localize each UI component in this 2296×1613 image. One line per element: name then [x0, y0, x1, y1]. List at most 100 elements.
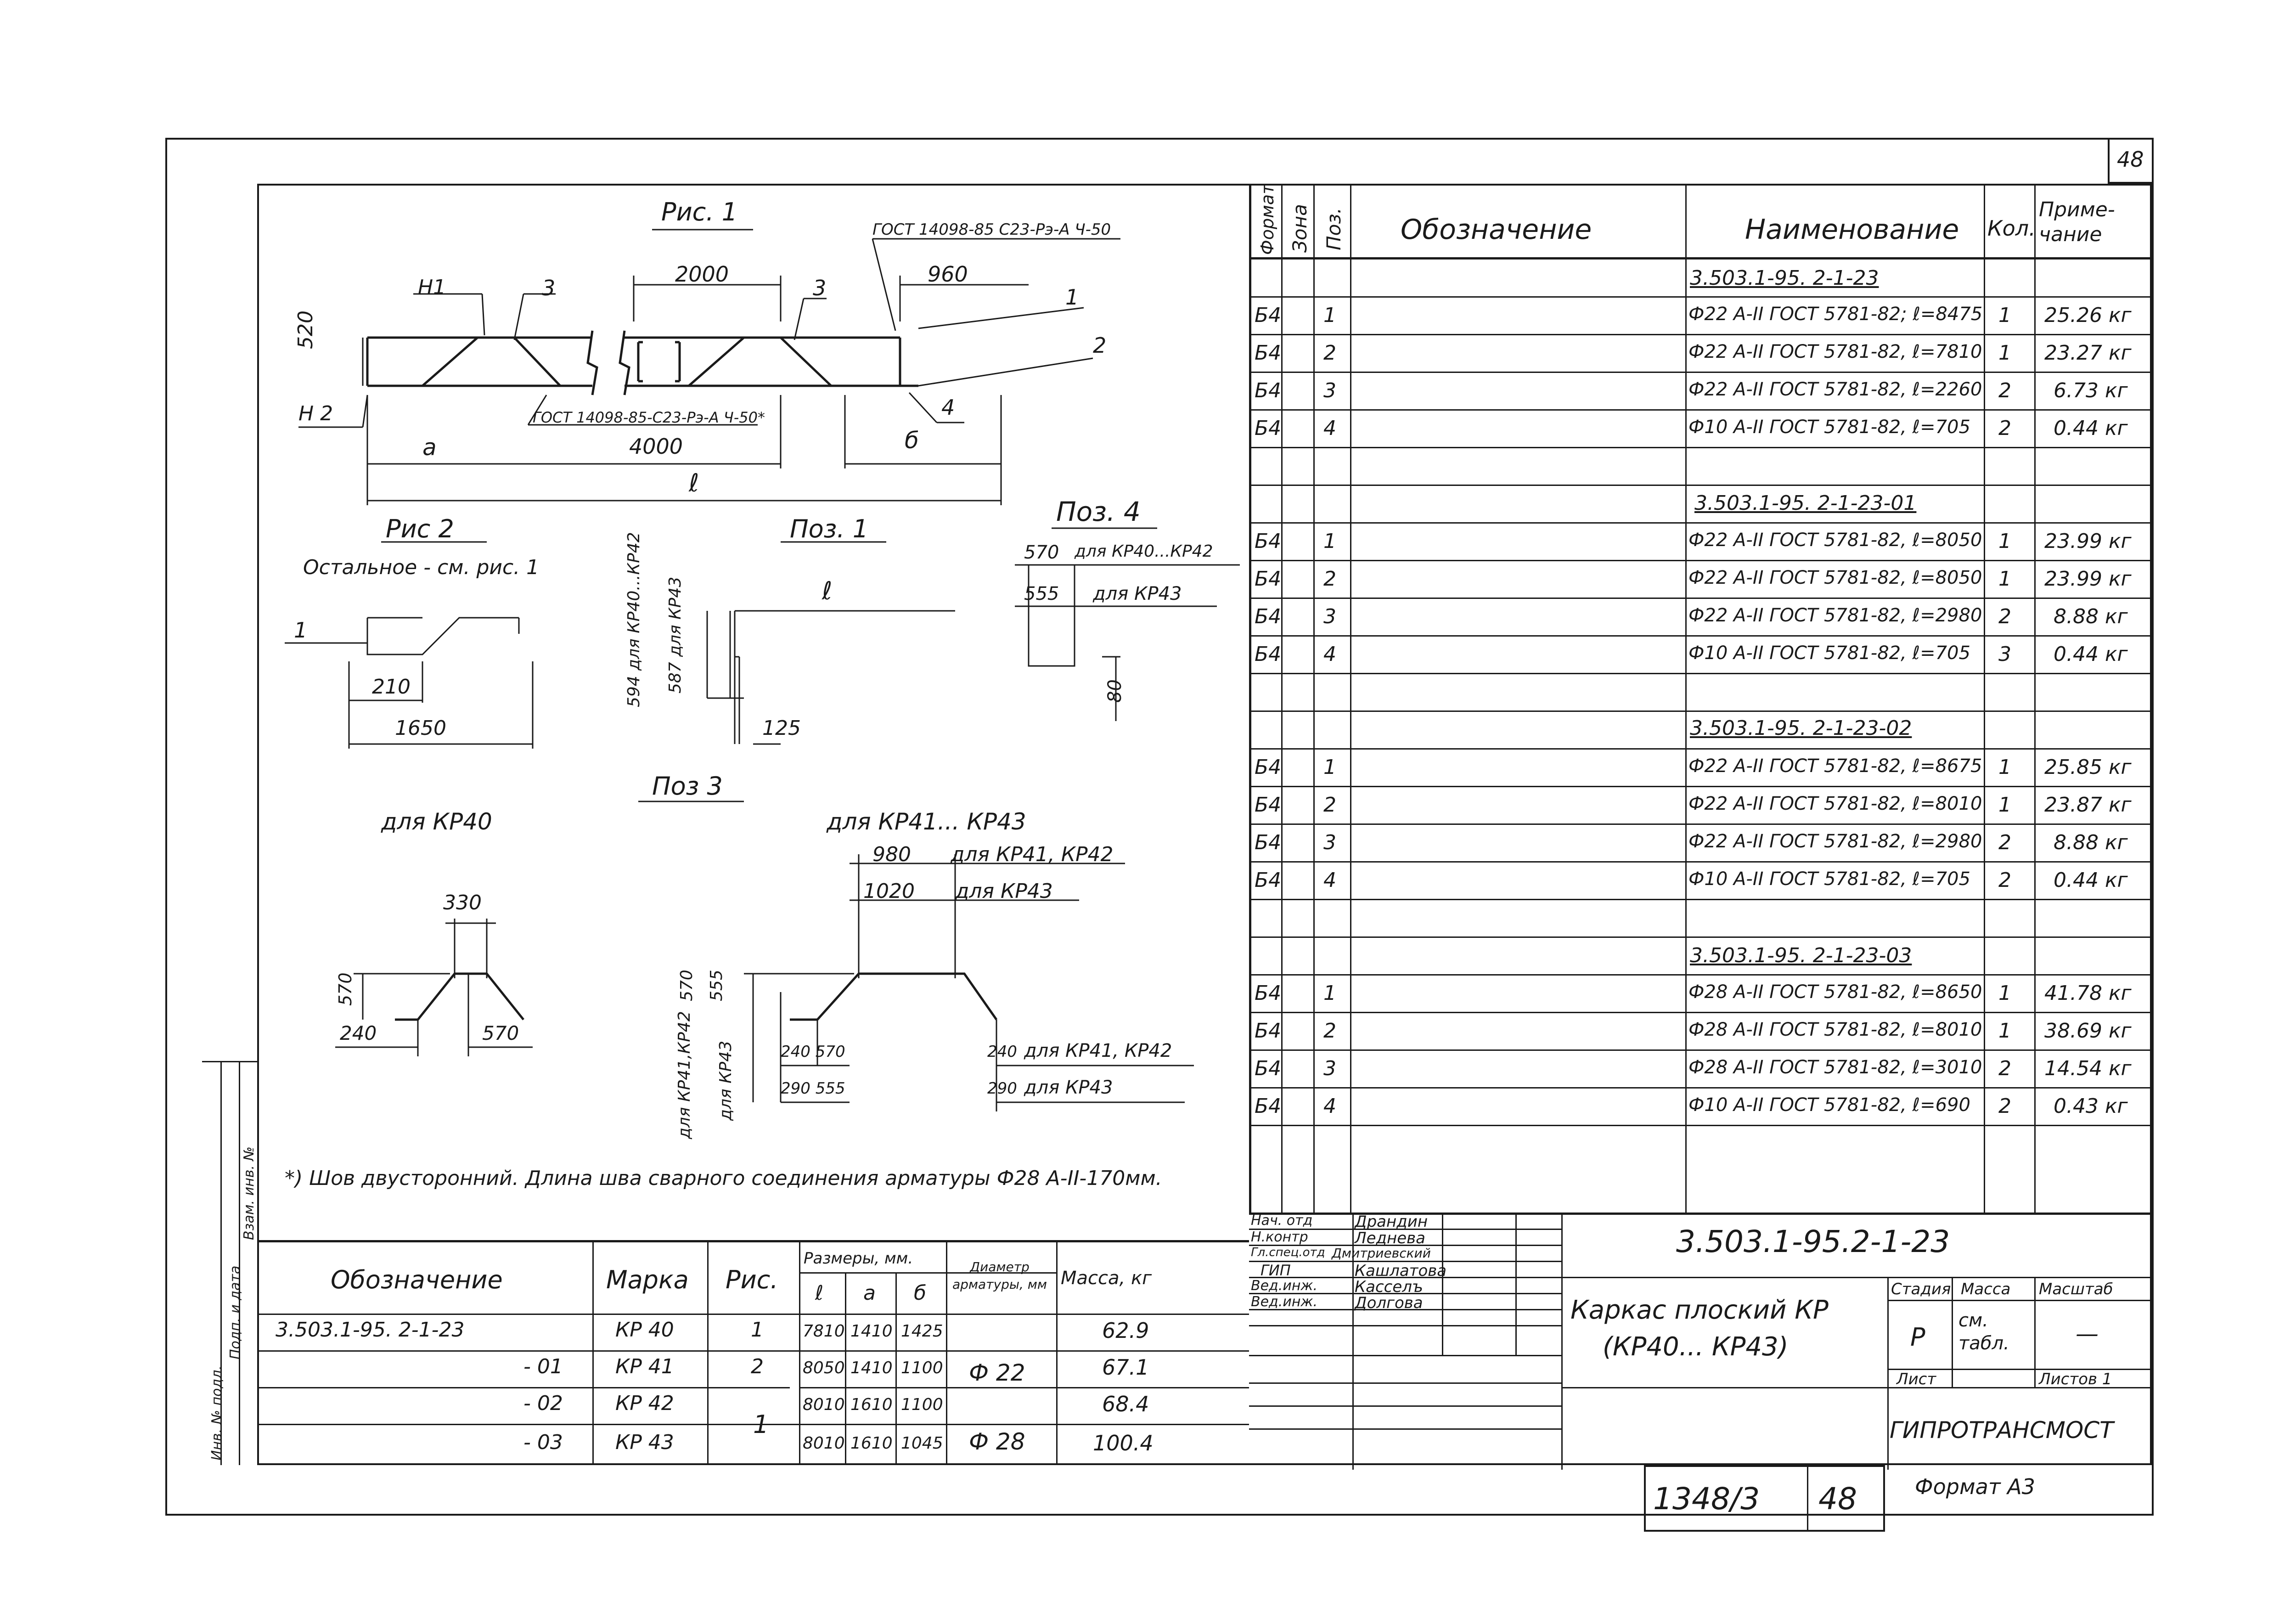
marks-row-2-b: 1100 [901, 1395, 943, 1414]
spec-header-note: Приме-чание [2039, 198, 2115, 246]
spec-cell-pos: 4 [1323, 643, 1336, 666]
spec-cell-format: Б4 [1255, 831, 1282, 854]
spec-cell-qty: 2 [1998, 379, 2011, 402]
fig1-callout-3a: 3 [542, 276, 556, 300]
marks-row-1-mark: КР 41 [615, 1355, 674, 1378]
fig2-dim-1650: 1650 [395, 716, 446, 740]
spec-cell-qty: 3 [1998, 643, 2011, 666]
pos3-label-kr41-43: для КР41... КР43 [827, 808, 1026, 835]
spec-header-zone: Зона [1289, 204, 1311, 253]
spec-cell-qty: 1 [1998, 1019, 2011, 1043]
mass-header: Масса [1961, 1280, 2011, 1298]
spec-cell-qty: 2 [1998, 831, 2011, 854]
fig1-dim-2000: 2000 [675, 262, 729, 287]
spec-cell-qty: 1 [1998, 304, 2011, 327]
spec-cell-note: 23.99 кг [2044, 567, 2132, 591]
spec-group-2-title: 3.503.1-95. 2-1-23-02 [1690, 716, 1912, 740]
spec-row: Б4 2 Ф28 А-II ГОСТ 5781-82, ℓ=8010 1 38.… [1250, 1012, 2155, 1049]
pos3-vert-kr41-42: для КР41,КР42 [675, 1011, 694, 1139]
spec-cell-pos: 4 [1323, 417, 1336, 440]
archive-stamp-divider [1807, 1465, 1808, 1532]
stamp-line-1 [220, 1061, 222, 1465]
spec-row: Б4 3 Ф22 А-II ГОСТ 5781-82, ℓ=2980 2 8.8… [1250, 823, 2155, 861]
pos3-dim-240: 240 [340, 1022, 377, 1044]
fig1-title: Рис. 1 [661, 197, 738, 226]
spec-cell-name: Ф22 А-II ГОСТ 5781-82, ℓ=8675 [1688, 756, 1982, 777]
marks-header-l: ℓ [815, 1281, 824, 1305]
marks-row-3-mark: КР 43 [615, 1431, 674, 1454]
spec-cell-pos: 1 [1323, 530, 1336, 553]
sheet-number: 48 [2117, 147, 2144, 172]
sheet-number-box [2108, 138, 2154, 184]
organization: ГИПРОТРАНСМОСТ [1890, 1417, 2114, 1444]
spec-cell-format: Б4 [1255, 417, 1282, 440]
marks-row-0-a: 1410 [850, 1322, 893, 1341]
spec-cell-pos: 1 [1323, 981, 1336, 1005]
marks-row-3-fig: 1 [753, 1410, 769, 1439]
fig1-callout-4: 4 [941, 395, 955, 420]
spec-cell-qty: 2 [1998, 1094, 2011, 1118]
signature-role-4: Вед.инж. [1251, 1278, 1317, 1294]
archive-sheet: 48 [1818, 1481, 1857, 1517]
pos3-dim-555: 555 [707, 970, 726, 1001]
spec-cell-note: 23.27 кг [2044, 341, 2132, 365]
archive-stamp [1644, 1465, 1885, 1532]
stamp-top-line [202, 1061, 257, 1062]
spec-cell-qty: 1 [1998, 341, 2011, 365]
pos3-dim-290-555: 290 555 [781, 1079, 845, 1098]
fig1-dim-960: 960 [928, 262, 968, 287]
spec-header-designation: Обозначение [1401, 214, 1592, 246]
fig1-gost-top: ГОСТ 14098-85 С23-Рэ-А Ч-50 [872, 220, 1111, 239]
marks-header-b: б [914, 1281, 927, 1305]
marks-header-fig: Рис. [726, 1265, 778, 1294]
marks-row-0-l: 7810 [803, 1322, 845, 1341]
fig1-callout-3b: 3 [813, 276, 827, 300]
pos3-dim-980: 980 [872, 843, 911, 866]
pos3-dim-290r: 290 [987, 1079, 1017, 1098]
fig1-dim-b: б [905, 427, 919, 454]
spec-cell-name: Ф22 А-II ГОСТ 5781-82, ℓ=2980 [1688, 605, 1982, 626]
pos3-vert-kr43: для КР43 [716, 1040, 735, 1121]
spec-cell-pos: 2 [1323, 567, 1336, 591]
signature-name-2: Дмитриевский [1332, 1246, 1431, 1261]
spec-cell-qty: 1 [1998, 793, 2011, 817]
spec-row: Б4 3 Ф22 А-II ГОСТ 5781-82, ℓ=2980 2 8.8… [1250, 598, 2155, 635]
marks-row-1-a: 1410 [850, 1359, 893, 1377]
marks-row-0-designation: 3.503.1-95. 2-1-23 [276, 1318, 465, 1342]
drawing-code: 3.503.1-95.2-1-23 [1676, 1224, 1950, 1259]
marks-row-3-a: 1610 [850, 1434, 893, 1453]
spec-row: Б4 3 Ф28 А-II ГОСТ 5781-82, ℓ=3010 2 14.… [1250, 1049, 2155, 1087]
spec-cell-name: Ф10 А-II ГОСТ 5781-82, ℓ=705 [1688, 417, 1970, 438]
mass-value: см. табл. [1958, 1310, 2009, 1354]
spec-row: Б4 1 Ф22 А-II ГОСТ 5781-82; ℓ=8475 1 25.… [1250, 296, 2155, 334]
pos3-text-1020: для КР43 [955, 880, 1053, 903]
drawing-title-line-1: Каркас плоский КР [1570, 1295, 1829, 1325]
pos3-dim-240r: 240 [987, 1043, 1017, 1061]
spec-cell-format: Б4 [1255, 605, 1282, 628]
stamp-line-2 [239, 1061, 240, 1465]
spec-cell-name: Ф22 А-II ГОСТ 5781-82, ℓ=8050 [1688, 530, 1982, 551]
spec-cell-format: Б4 [1255, 530, 1282, 553]
fig2-dim-210: 210 [372, 675, 411, 699]
marks-row-1-fig: 2 [751, 1355, 764, 1378]
spec-cell-note: 25.85 кг [2044, 756, 2132, 779]
spec-cell-note: 0.44 кг [2054, 417, 2128, 440]
stamp-vzam-inv: Взам. инв. № [241, 1146, 257, 1240]
marks-row-1-l: 8050 [803, 1359, 845, 1377]
pos3-text-290r: для КР43 [1024, 1077, 1113, 1098]
spec-cell-note: 8.88 кг [2054, 605, 2128, 628]
spec-cell-pos: 3 [1323, 379, 1336, 402]
pos3-dim-570a: 570 [335, 972, 355, 1006]
spec-header-name: Наименование [1745, 214, 1959, 246]
stage-header: Стадия [1891, 1280, 1951, 1298]
spec-row: Б4 1 Ф28 А-II ГОСТ 5781-82, ℓ=8650 1 41.… [1250, 974, 2155, 1012]
spec-cell-format: Б4 [1255, 756, 1282, 779]
spec-cell-name: Ф10 А-II ГОСТ 5781-82, ℓ=690 [1688, 1094, 1970, 1116]
pos4-dim-570: 570 [1024, 542, 1059, 563]
spec-cell-note: 0.44 кг [2054, 643, 2128, 666]
spec-cell-qty: 2 [1998, 605, 2011, 628]
footnote: *) Шов двусторонний. Длина шва сварного … [285, 1167, 1162, 1190]
spec-cell-name: Ф22 А-II ГОСТ 5781-82, ℓ=8050 [1688, 567, 1982, 588]
spec-header-pos: Поз. [1322, 208, 1345, 250]
